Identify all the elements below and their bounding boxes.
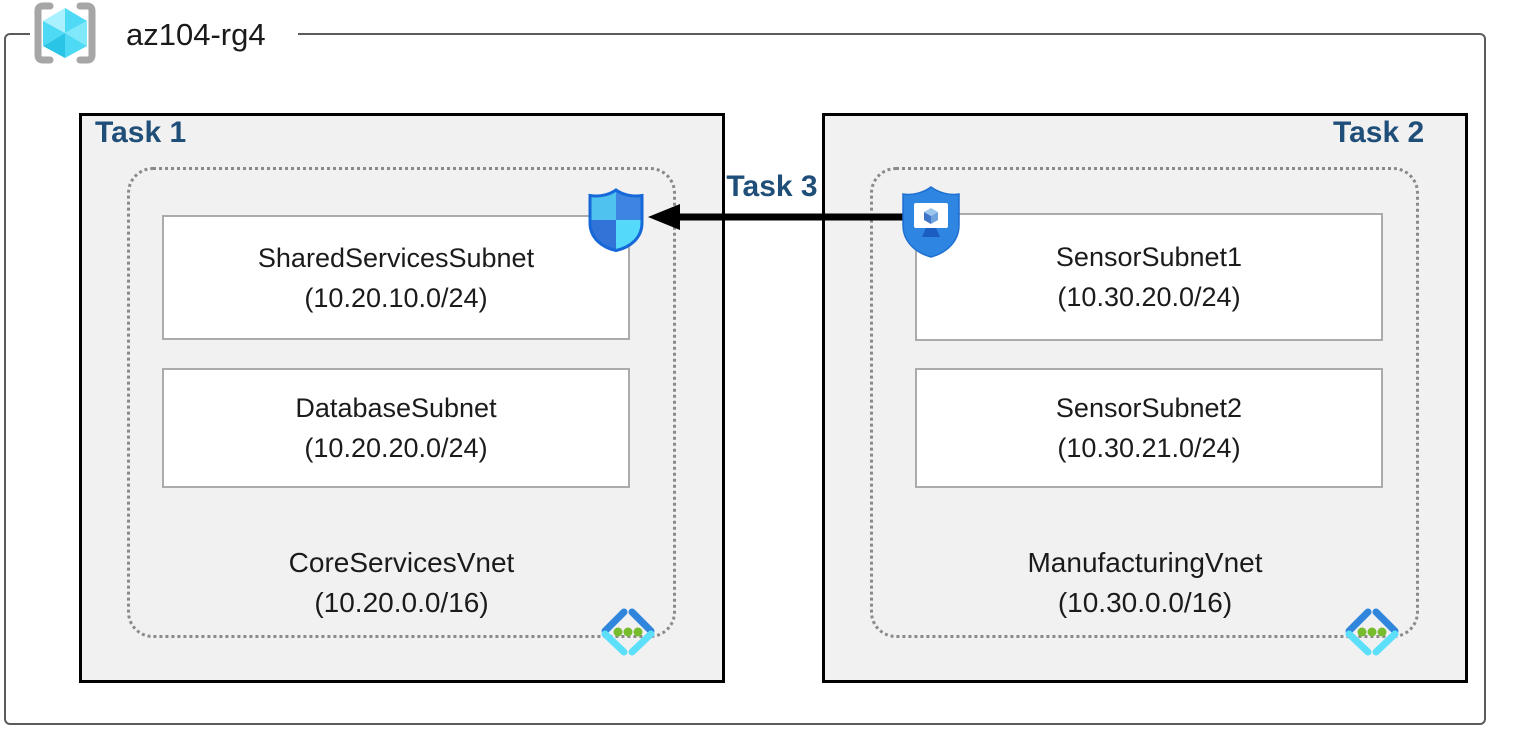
vnet-name: ManufacturingVnet — [1027, 547, 1263, 578]
vnet-core-caption: CoreServicesVnet (10.20.0.0/16) — [127, 543, 676, 623]
subnet-name: SensorSubnet2 — [1055, 393, 1243, 423]
subnet-name: SharedServicesSubnet — [257, 242, 535, 273]
subnet-shared-services: SharedServicesSubnet (10.20.10.0/24) — [162, 215, 630, 340]
vnet-manufacturing-caption: ManufacturingVnet (10.30.0.0/16) — [870, 543, 1420, 623]
vnet-cidr: (10.30.0.0/16) — [1057, 587, 1233, 618]
resource-group-header: az104-rg4 — [30, 0, 298, 70]
subnet-sensor1: SensorSubnet1 (10.30.20.0/24) — [915, 213, 1383, 341]
subnet-name: SensorSubnet1 — [1055, 242, 1243, 272]
virtual-network-icon — [599, 608, 657, 661]
application-security-group-icon — [899, 185, 963, 265]
subnet-sensor2: SensorSubnet2 (10.30.21.0/24) — [915, 368, 1383, 488]
subnet-cidr: (10.30.20.0/24) — [1057, 282, 1241, 312]
subnet-name: DatabaseSubnet — [295, 393, 497, 423]
subnet-database: DatabaseSubnet (10.20.20.0/24) — [162, 368, 630, 488]
subnet-cidr: (10.20.10.0/24) — [304, 282, 488, 313]
subnet-cidr: (10.30.21.0/24) — [1057, 433, 1241, 463]
virtual-network-icon — [1343, 608, 1401, 661]
network-security-group-shield-icon — [586, 187, 646, 258]
task2-label: Task 2 — [1333, 116, 1425, 149]
vnet-manufacturing-boundary — [870, 167, 1419, 638]
vnet-cidr: (10.20.0.0/16) — [314, 587, 489, 618]
resource-group-icon — [30, 0, 100, 71]
subnet-cidr: (10.20.20.0/24) — [304, 433, 488, 463]
task3-label: Task 3 — [726, 170, 818, 203]
resource-group-label: az104-rg4 — [126, 17, 266, 52]
task1-label: Task 1 — [95, 116, 187, 149]
vnet-name: CoreServicesVnet — [288, 547, 515, 578]
vnet-core-boundary — [127, 167, 676, 638]
